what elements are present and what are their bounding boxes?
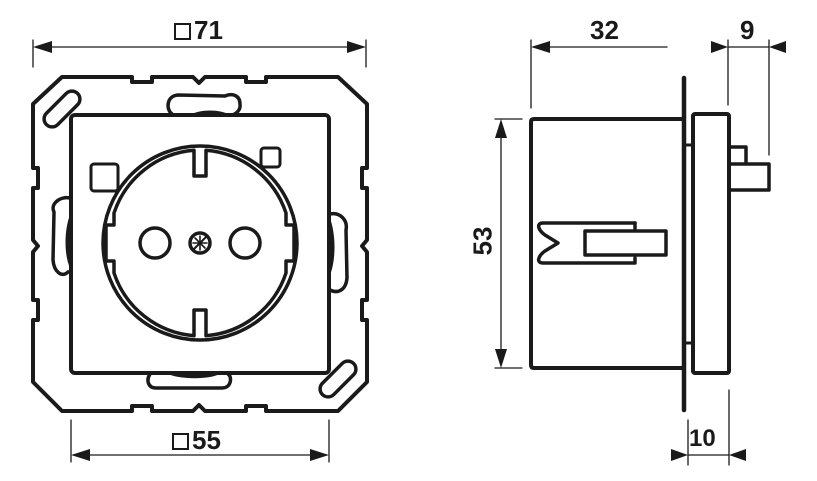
indicator-window-right <box>259 146 282 169</box>
claw-right <box>328 211 349 294</box>
plug-stub <box>727 145 771 192</box>
dimension-label-53: 53 <box>467 226 498 256</box>
dimension-value: 55 <box>192 425 221 455</box>
square-symbol-icon <box>174 23 191 40</box>
dimension-55-line <box>70 419 330 463</box>
dimension-53-line <box>494 118 523 369</box>
side-view <box>494 39 786 466</box>
pin-hole-left <box>138 226 172 260</box>
mounting-slot-bottom-right <box>318 359 358 399</box>
dimension-10-line <box>671 449 746 461</box>
center-screw-icon <box>188 231 212 255</box>
claw-top <box>166 92 242 117</box>
cover-frame <box>691 112 731 375</box>
socket-body <box>529 117 684 370</box>
dimension-label-9: 9 <box>740 15 755 45</box>
claw-left <box>51 195 72 277</box>
claw-bottom <box>146 372 233 390</box>
clip-tab <box>583 229 668 257</box>
dimension-label-55: 55 <box>172 427 221 453</box>
indicator-window-left <box>89 162 120 193</box>
spring-clip <box>536 221 637 265</box>
dimension-label-10: 10 <box>689 425 716 452</box>
socket-outer-ring <box>101 144 299 342</box>
pin-hole-right <box>228 226 262 260</box>
dimension-label-71: 71 <box>174 17 223 43</box>
front-view <box>31 39 369 463</box>
dimension-9-line <box>711 39 786 156</box>
socket-recess-contour <box>104 148 296 338</box>
dimension-label-32: 32 <box>590 15 619 45</box>
dimension-value: 71 <box>194 15 223 45</box>
mounting-slot-top-left <box>42 89 82 129</box>
square-symbol-icon <box>172 433 189 450</box>
mounting-frame <box>31 75 369 413</box>
dimension-71-line <box>32 39 367 68</box>
dimension-32-line <box>530 39 668 109</box>
